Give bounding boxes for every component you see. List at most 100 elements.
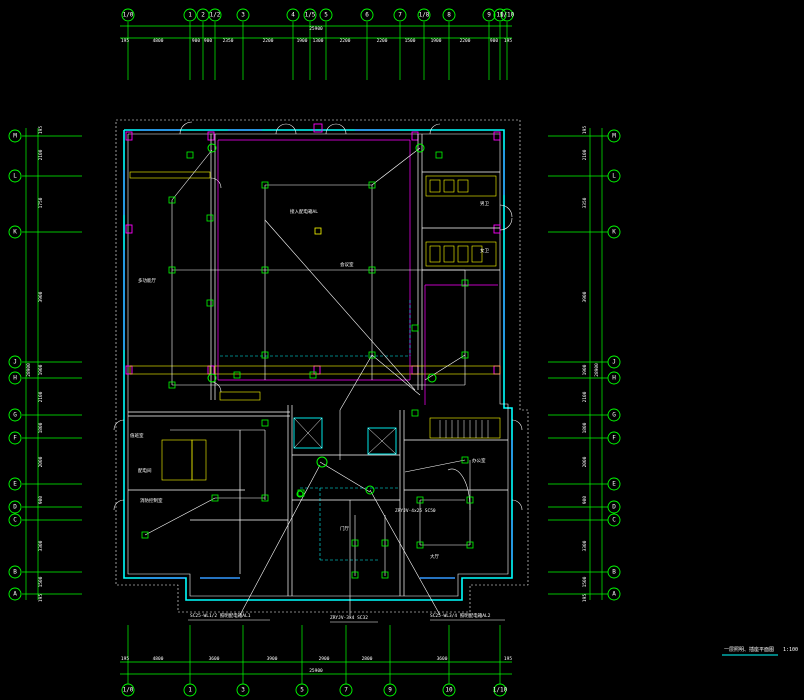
door-swings (113, 121, 523, 511)
top-axis-bubble: 1/2 (208, 8, 222, 22)
top-dim: 900 (490, 38, 498, 44)
top-dim: 1900 (431, 38, 442, 44)
light-fixture (168, 381, 176, 389)
top-axis-bubble: 1/0 (121, 8, 135, 22)
light-fixture (351, 571, 359, 579)
left-dim: 900 (38, 496, 44, 504)
top-dim: 195 (504, 38, 512, 44)
right-axis-bubble: A (607, 587, 621, 601)
axis-label: L (612, 173, 616, 180)
light-fixture (461, 351, 469, 359)
axis-label: 9 (388, 687, 392, 694)
axis-label: 8 (447, 12, 451, 19)
furniture-layer (129, 171, 501, 481)
top-dim: 1500 (405, 38, 416, 44)
top-dimension-text: 195 4800 900 900 2350 2200 1900 1300 220… (121, 26, 512, 44)
top-axis-bubble: 1/10 (500, 8, 515, 22)
room-label-toilet-f: 女卫 (480, 247, 489, 254)
axis-label: F (13, 435, 17, 442)
top-axis-bubble: 5 (319, 8, 333, 22)
right-dim: 195 (582, 594, 588, 602)
light-fixture (314, 227, 322, 235)
wiring-lines (144, 147, 471, 618)
light-fixture (368, 266, 376, 274)
feeder-label-4: ZRYJV-4x25 SC50 (395, 508, 436, 514)
light-fixture (351, 539, 359, 547)
light-fixture (186, 151, 194, 159)
axis-label: B (13, 569, 17, 576)
stair-symbol (439, 420, 489, 438)
top-axis-bubble: 4 (286, 8, 300, 22)
top-dim: 2200 (377, 38, 388, 44)
light-fixture (168, 196, 176, 204)
light-fixture (233, 371, 241, 379)
light-fixture (381, 571, 389, 579)
left-dim: 1900 (38, 364, 44, 375)
right-dim: 3900 (582, 291, 588, 302)
room-label-hall-left: 多功能厅 (138, 277, 156, 284)
axis-label: J (13, 359, 17, 366)
building-outline (115, 119, 529, 613)
left-axis-bubble: J (8, 355, 22, 369)
light-fixture (411, 324, 419, 332)
light-fixture (261, 351, 269, 359)
junction-box (415, 143, 425, 153)
axis-label: 3 (241, 12, 245, 19)
axis-label: 7 (344, 687, 348, 694)
room-label-office-2: 消防控制室 (140, 497, 163, 504)
bottom-dim: 2900 (319, 656, 330, 662)
bottom-dim: 3600 (209, 656, 220, 662)
left-axis-bubble: F (8, 431, 22, 445)
right-axis-bubble: H (607, 371, 621, 385)
axis-label: B (612, 569, 616, 576)
light-fixture (261, 181, 269, 189)
top-dim: 2200 (263, 38, 274, 44)
bottom-dim: 3600 (437, 656, 448, 662)
right-axis-bubble: G (607, 408, 621, 422)
left-dim: 2100 (38, 149, 44, 160)
junction-box (427, 373, 437, 383)
left-dim: 1800 (38, 422, 44, 433)
right-dim: 1800 (582, 422, 588, 433)
top-dim: 2200 (340, 38, 351, 44)
top-dim-total: 25900 (309, 26, 323, 32)
top-axis-bubble: 9 (482, 8, 496, 22)
left-dim: 3300 (38, 540, 44, 551)
right-dim: 2000 (582, 456, 588, 467)
room-label-toilet-m: 男卫 (480, 201, 489, 207)
junction-boxes (207, 143, 437, 498)
room-label-office-1: 值班室 (130, 432, 144, 439)
axis-label: C (612, 517, 616, 524)
bottom-axis-bubble: 7 (339, 683, 353, 697)
room-label-room-6: 门厅 (340, 525, 349, 532)
right-dim: 2100 (582, 149, 588, 160)
axis-label: A (13, 591, 17, 598)
left-dimension-text: 195 2100 1750 3900 1900 2100 1800 2000 9… (26, 126, 44, 602)
left-dim: 195 (38, 126, 44, 134)
axis-label: 9 (487, 12, 491, 19)
axis-label: E (612, 481, 616, 488)
axis-label: 1/2 (210, 12, 221, 19)
top-dim: 900 (192, 38, 200, 44)
right-dimension-text: 195 2100 3350 3900 1900 2100 1800 2000 9… (582, 126, 600, 602)
axis-label: 6 (365, 12, 369, 19)
light-fixture (411, 409, 419, 417)
wall-inner-lines (127, 133, 509, 597)
axis-label: F (612, 435, 616, 442)
room-label-office-3: 配电间 (138, 467, 152, 474)
top-axis-bubble: 10 (493, 8, 507, 22)
axis-label: L (13, 173, 17, 180)
light-fixture (309, 371, 317, 379)
axis-label: 1/8 (419, 12, 430, 19)
windows (123, 129, 513, 579)
top-dim: 1300 (313, 38, 324, 44)
junction-box (316, 456, 328, 468)
bottom-dimension-text: 195 4800 3600 3900 2900 2800 3600 195 25… (121, 656, 512, 674)
left-axis-bubble: H (8, 371, 22, 385)
axis-label: E (13, 481, 17, 488)
top-axis-bubble: 1/5 (303, 8, 317, 22)
bottom-axis-bubble: 5 (295, 683, 309, 697)
left-dim: 195 (38, 594, 44, 602)
axis-label: C (13, 517, 17, 524)
